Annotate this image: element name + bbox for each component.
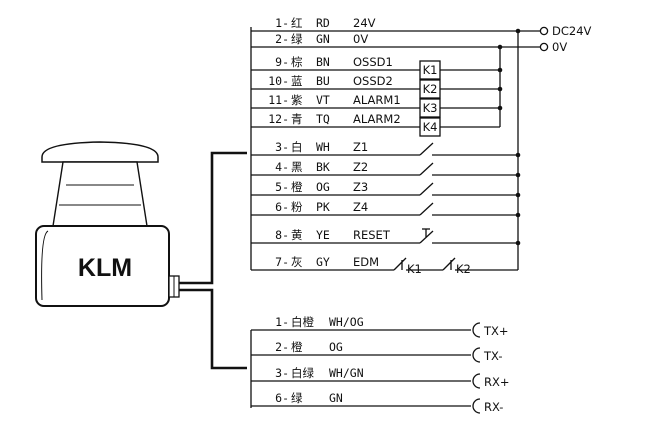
wire-number: 4- <box>275 160 289 174</box>
switch-z3 <box>251 182 518 196</box>
wire-color: 绿 <box>291 32 303 46</box>
scanner-device: KLM <box>35 141 180 307</box>
wire-code: OG <box>316 180 330 194</box>
wire-signal: OSSD1 <box>353 55 393 69</box>
comm-wire-number: 3- <box>275 366 289 380</box>
switch-z4 <box>251 202 518 216</box>
relay-k2: K2 <box>419 79 441 99</box>
relay-label-k1: K1 <box>423 63 438 77</box>
wire-color: 蓝 <box>291 74 303 88</box>
wire-number: 9- <box>275 55 289 69</box>
wire-signal: Z1 <box>353 140 368 154</box>
wire-number: 6- <box>275 200 289 214</box>
wire-color: 橙 <box>291 180 303 194</box>
wire-code: PK <box>316 200 330 214</box>
wire-code: VT <box>316 93 330 107</box>
wire-color: 棕 <box>291 55 303 69</box>
wire-signal: 24V <box>353 16 376 30</box>
wire-number: 3- <box>275 140 289 154</box>
io-wire-labels: 1-红 RD 24V 2-绿 GN 0V 9-棕 BN OSSD1 10-蓝 BU OSSD2 11-紫… <box>268 16 400 269</box>
comm-cable <box>179 288 247 370</box>
wire-signal: 0V <box>353 32 368 46</box>
wire-number: 8- <box>275 228 289 242</box>
wire-color: 红 <box>291 16 303 30</box>
wire-signal: ALARM1 <box>353 93 401 107</box>
wire-signal: Z2 <box>353 160 368 174</box>
device-logo: KLM <box>78 254 132 282</box>
wire-color: 白 <box>291 140 303 154</box>
wire-code: GY <box>316 255 330 269</box>
wire-code: YE <box>316 228 330 242</box>
power-label-dc24v: DC24V <box>552 24 592 38</box>
wire-code: WH <box>316 140 330 154</box>
wire-color: 黄 <box>291 228 303 242</box>
wire-color: 紫 <box>291 93 303 107</box>
wire-code: TQ <box>316 112 330 126</box>
scanner-window <box>52 161 148 227</box>
comm-wire-signal: RX+ <box>484 375 510 389</box>
wire-number: 1- <box>275 16 289 30</box>
edm-contacts: K1 K2 <box>251 257 518 276</box>
wire-code: BU <box>316 74 330 88</box>
edm-contact-k2: K2 <box>456 262 471 276</box>
wire-signal: Z3 <box>353 180 368 194</box>
comm-wire-signal: TX- <box>483 349 502 363</box>
comm-wire-code: WH/GN <box>329 366 364 380</box>
jack-terminal-icon <box>472 347 481 363</box>
wire-signal: ALARM2 <box>353 112 401 126</box>
wire-number: 10- <box>268 74 289 88</box>
comm-wire-number: 1- <box>275 315 289 329</box>
comm-wire-number: 2- <box>275 340 289 354</box>
scanner-body <box>35 225 170 307</box>
comm-wire-color: 白橙 <box>291 315 314 329</box>
comm-wire-color: 绿 <box>291 391 303 405</box>
comm-wire-color: 白绿 <box>291 366 314 380</box>
comm-wire-code: OG <box>329 340 343 354</box>
edm-contact-k1: K1 <box>407 262 422 276</box>
comm-wire-signal: RX- <box>484 400 503 414</box>
wire-number: 2- <box>275 32 289 46</box>
terminal-dc24v <box>539 26 549 36</box>
wire-code: GN <box>316 32 330 46</box>
relay-k1: K1 <box>419 60 441 80</box>
relay-k4: K4 <box>419 117 441 137</box>
comm-wire-color: 橙 <box>291 340 303 354</box>
relay-label-k3: K3 <box>423 101 438 115</box>
io-cable <box>179 151 247 285</box>
wire-signal: RESET <box>353 228 391 242</box>
comm-wire-code: WH/OG <box>329 315 364 329</box>
relay-k3: K3 <box>419 98 441 118</box>
comm-wires: 1-白橙 WH/OG TX+ 2-橙 OG TX- 3-白绿 WH/GN RX+ 6-绿 GN RX- <box>251 315 510 414</box>
wire-number: 11- <box>268 93 289 107</box>
jack-terminal-icon <box>472 373 481 389</box>
wire-color: 青 <box>291 112 303 126</box>
wire-code: BK <box>316 160 330 174</box>
wire-number: 12- <box>268 112 289 126</box>
wire-number: 5- <box>275 180 289 194</box>
wire-color: 黑 <box>291 160 303 174</box>
wire-color: 灰 <box>291 255 303 269</box>
comm-wire-signal: TX+ <box>483 324 509 338</box>
switch-z1 <box>251 142 518 156</box>
relay-label-k4: K4 <box>423 120 438 134</box>
wire-signal: Z4 <box>353 200 368 214</box>
switch-z2 <box>251 162 518 176</box>
reset-button <box>251 228 518 244</box>
terminal-0v <box>539 42 549 52</box>
wire-color: 粉 <box>291 200 303 214</box>
wire-signal: EDM <box>353 255 379 269</box>
relay-label-k2: K2 <box>423 82 438 96</box>
comm-wire-number: 6- <box>275 391 289 405</box>
wire-code: BN <box>316 55 330 69</box>
comm-wire-code: GN <box>329 391 343 405</box>
scanner-dome <box>41 141 159 163</box>
power-label-0v: 0V <box>552 40 567 54</box>
wire-signal: OSSD2 <box>353 74 393 88</box>
jack-terminal-icon <box>472 398 481 414</box>
wire-code: RD <box>316 16 330 30</box>
jack-terminal-icon <box>472 322 481 338</box>
wire-number: 7- <box>275 255 289 269</box>
